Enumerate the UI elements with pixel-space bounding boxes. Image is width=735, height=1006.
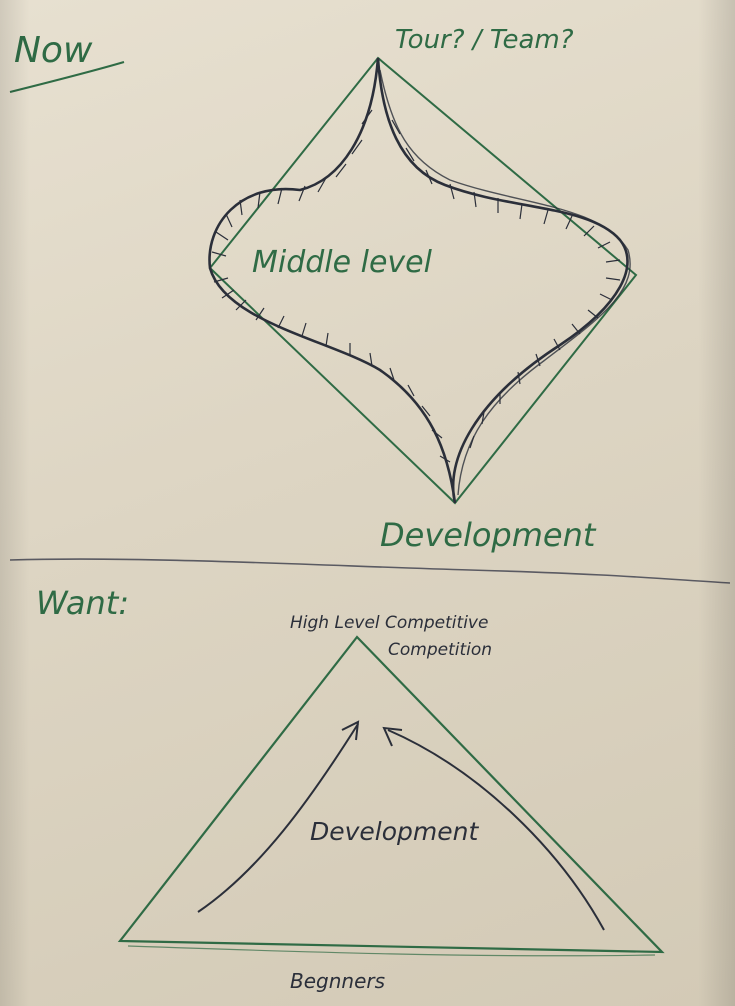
now-onion-inner-stroke [379,69,631,496]
want-left-arrow [197,723,359,913]
want-center-label: Development [310,817,479,846]
want-left-arrowhead [341,720,360,741]
now-center-label: Middle level [252,245,433,280]
want-bottom-label: Begnners [290,969,385,993]
now-hatching [211,109,621,463]
want-triangle-base-underline [127,945,656,957]
want-triangle-outline [117,635,665,954]
want-top-label-line1: High Level Competitive [290,613,488,633]
now-onion-shape [208,57,629,504]
want-right-arrow [387,729,605,931]
now-top-label: Tour? / Team? [395,25,574,55]
section-divider-line [9,558,731,584]
now-heading-underline [9,61,125,93]
now-heading: Now [14,30,93,71]
want-heading: Want: [36,584,129,622]
want-right-arrowhead [382,726,403,747]
now-diamond-outline [208,56,638,505]
want-top-label-line2: Competition [388,640,492,660]
now-bottom-label: Development [380,516,597,554]
